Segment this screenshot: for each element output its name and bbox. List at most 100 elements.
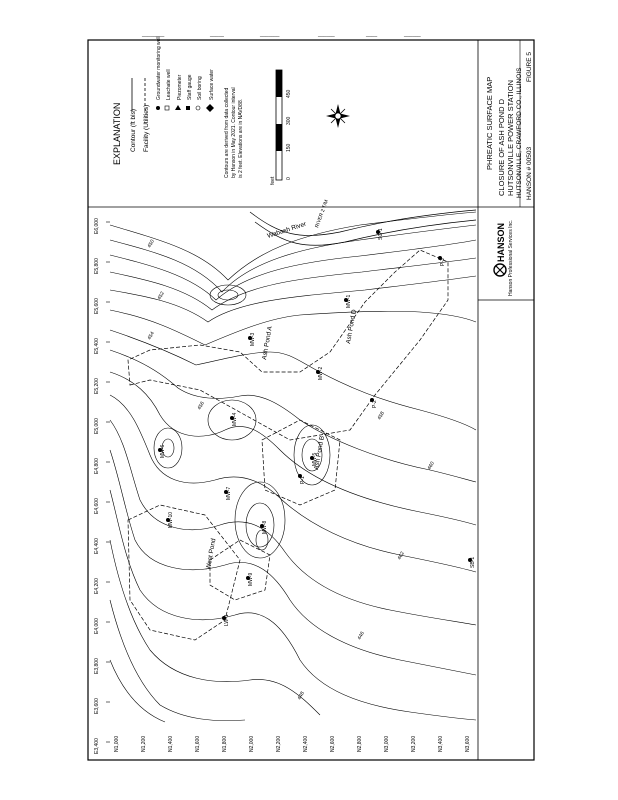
scale-units: feet	[270, 176, 276, 185]
company-sub: Hanson Professional Services Inc.	[508, 220, 514, 296]
legend-symbol-label: Staff gauge	[187, 74, 193, 100]
easting-tick-label: E4,200	[94, 578, 100, 594]
easting-tick-label: E4,000	[94, 618, 100, 634]
well-marker	[468, 558, 472, 562]
easting-tick-label: E5,000	[94, 418, 100, 434]
easting-tick-label: E4,600	[94, 498, 100, 514]
contour-value-label: 446	[357, 631, 366, 641]
well-marker	[246, 576, 250, 580]
hanson-logo: HANSON Hanson Professional Services Inc.	[493, 220, 514, 296]
well-label: MW-4	[232, 413, 238, 426]
well-label: MW-9	[248, 573, 254, 586]
project-line-2: HUTSONVILLE POWER STATION	[506, 80, 515, 196]
legend-symbol-label: Groundwater monitoring well	[156, 36, 162, 100]
contour-lines	[109, 211, 477, 723]
header-mark: ______	[317, 32, 335, 38]
well-label: MW-1	[346, 295, 352, 308]
northing-tick-label: N1,600	[195, 736, 201, 752]
easting-tick-label: E4,400	[94, 538, 100, 554]
contour-value-label: 462	[397, 551, 406, 561]
northing-tick-label: N2,600	[330, 736, 336, 752]
legend-symbol-label: Piezometer	[177, 74, 183, 100]
well-label: P-1	[300, 476, 306, 484]
river-gauge-label: RIVER 2 T/M	[314, 199, 330, 229]
well-marker	[438, 256, 442, 260]
scale-tick: 0	[286, 177, 292, 180]
northing-tick-label: N1,200	[141, 736, 147, 752]
easting-tick-labels: E6,000E5,800E5,600E5,400E5,200E5,000E4,8…	[94, 218, 110, 754]
header-mark: _____	[209, 32, 224, 38]
project-line-1: CLOSURE OF ASH POND D	[497, 98, 506, 196]
contour-value-label: 448	[297, 691, 306, 701]
easting-tick-label: E3,400	[94, 738, 100, 754]
well-marker	[370, 398, 374, 402]
legend-symbol-label: Surface water	[209, 69, 215, 100]
northing-tick-label: N3,400	[438, 736, 444, 752]
well-label: LW-1	[224, 614, 230, 626]
legend-facility-label: Facility (Utilities)	[143, 105, 150, 152]
well-marker	[298, 474, 302, 478]
well-label: MW-8	[262, 521, 268, 534]
well-marker	[224, 490, 228, 494]
well-marker	[344, 298, 348, 302]
legend-contour-label: Contour (ft bls)	[130, 109, 137, 152]
legend: EXPLANATION Contour (ft bls) Facility (U…	[112, 36, 350, 185]
scale-tick: 450	[286, 89, 292, 98]
well-marker	[376, 230, 380, 234]
scale-tick: 300	[286, 116, 292, 125]
legend-symbol-label: Leachate well	[166, 69, 172, 100]
header-mark: ______	[403, 32, 421, 38]
contour-value-label: 460	[427, 461, 436, 471]
title-block: PHREATIC SURFACE MAP CLOSURE OF ASH POND…	[478, 40, 534, 301]
map-title: PHREATIC SURFACE MAP	[485, 77, 494, 170]
wabash-river	[249, 209, 477, 246]
northing-tick-label: N2,800	[357, 736, 363, 752]
contour-value-label: 450	[147, 239, 156, 249]
pond-label: West Pond	[205, 538, 217, 571]
easting-tick-label: E3,600	[94, 698, 100, 714]
easting-tick-label: E4,800	[94, 458, 100, 474]
pond-label: Ash Pond A	[261, 325, 274, 360]
northing-tick-label: N1,800	[222, 736, 228, 752]
well-marker	[248, 336, 252, 340]
northing-tick-label: N2,000	[249, 736, 255, 752]
easting-tick-label: E5,200	[94, 378, 100, 394]
well-marker	[222, 616, 226, 620]
easting-tick-label: E5,400	[94, 338, 100, 354]
pond-label: Ash Pond D	[345, 309, 358, 345]
northing-tick-label: N3,200	[411, 736, 417, 752]
company-name: HANSON	[496, 223, 506, 262]
header-mark: ____	[365, 32, 377, 38]
easting-tick-label: E3,800	[94, 658, 100, 674]
header-mark: ________	[141, 32, 164, 38]
well-marker	[316, 370, 320, 374]
project-number: HANSON # 00503	[526, 147, 533, 200]
well-label: P-3	[440, 258, 446, 266]
legend-note: Contours are derived from data collected…	[224, 87, 244, 178]
legend-note-line: is 2 feet. Elevations are in NAVD88.	[238, 99, 244, 178]
easting-tick-label: E5,600	[94, 298, 100, 314]
northing-tick-label: N1,400	[168, 736, 174, 752]
north-arrow-icon	[326, 104, 350, 128]
project-line-3: HUTSONVILLE, CRAWFORD CO., ILLINOIS	[516, 67, 523, 198]
figure-number: FIGURE 5	[526, 52, 533, 82]
contour-value-label: 458	[377, 411, 386, 421]
well-label: MW-10	[168, 512, 174, 528]
legend-heading: EXPLANATION	[112, 103, 122, 165]
well-label: MW-3	[250, 333, 256, 346]
header-marks: ________ _____ _______ ______ ____ _____…	[141, 32, 421, 38]
well-label: SB-1	[470, 557, 476, 568]
scale-bar: feet 0 150 300 450	[270, 69, 292, 185]
northing-tick-label: N2,400	[303, 736, 309, 752]
monitoring-wells: MW-1MW-2MW-3MW-4MW-5MW-6MW-7MW-8MW-9MW-1…	[158, 228, 476, 626]
well-marker	[260, 524, 264, 528]
well-label: MW-7	[226, 487, 232, 500]
river-label: Wabash River	[266, 220, 308, 239]
well-label: MW-5	[312, 453, 318, 466]
well-label: P-2	[372, 400, 378, 408]
map-area: E6,000E5,800E5,600E5,400E5,200E5,000E4,8…	[94, 199, 477, 754]
well-label: MW-2	[318, 367, 324, 380]
legend-note-line: by Hanson in May 2021. Contour interval	[231, 87, 237, 178]
